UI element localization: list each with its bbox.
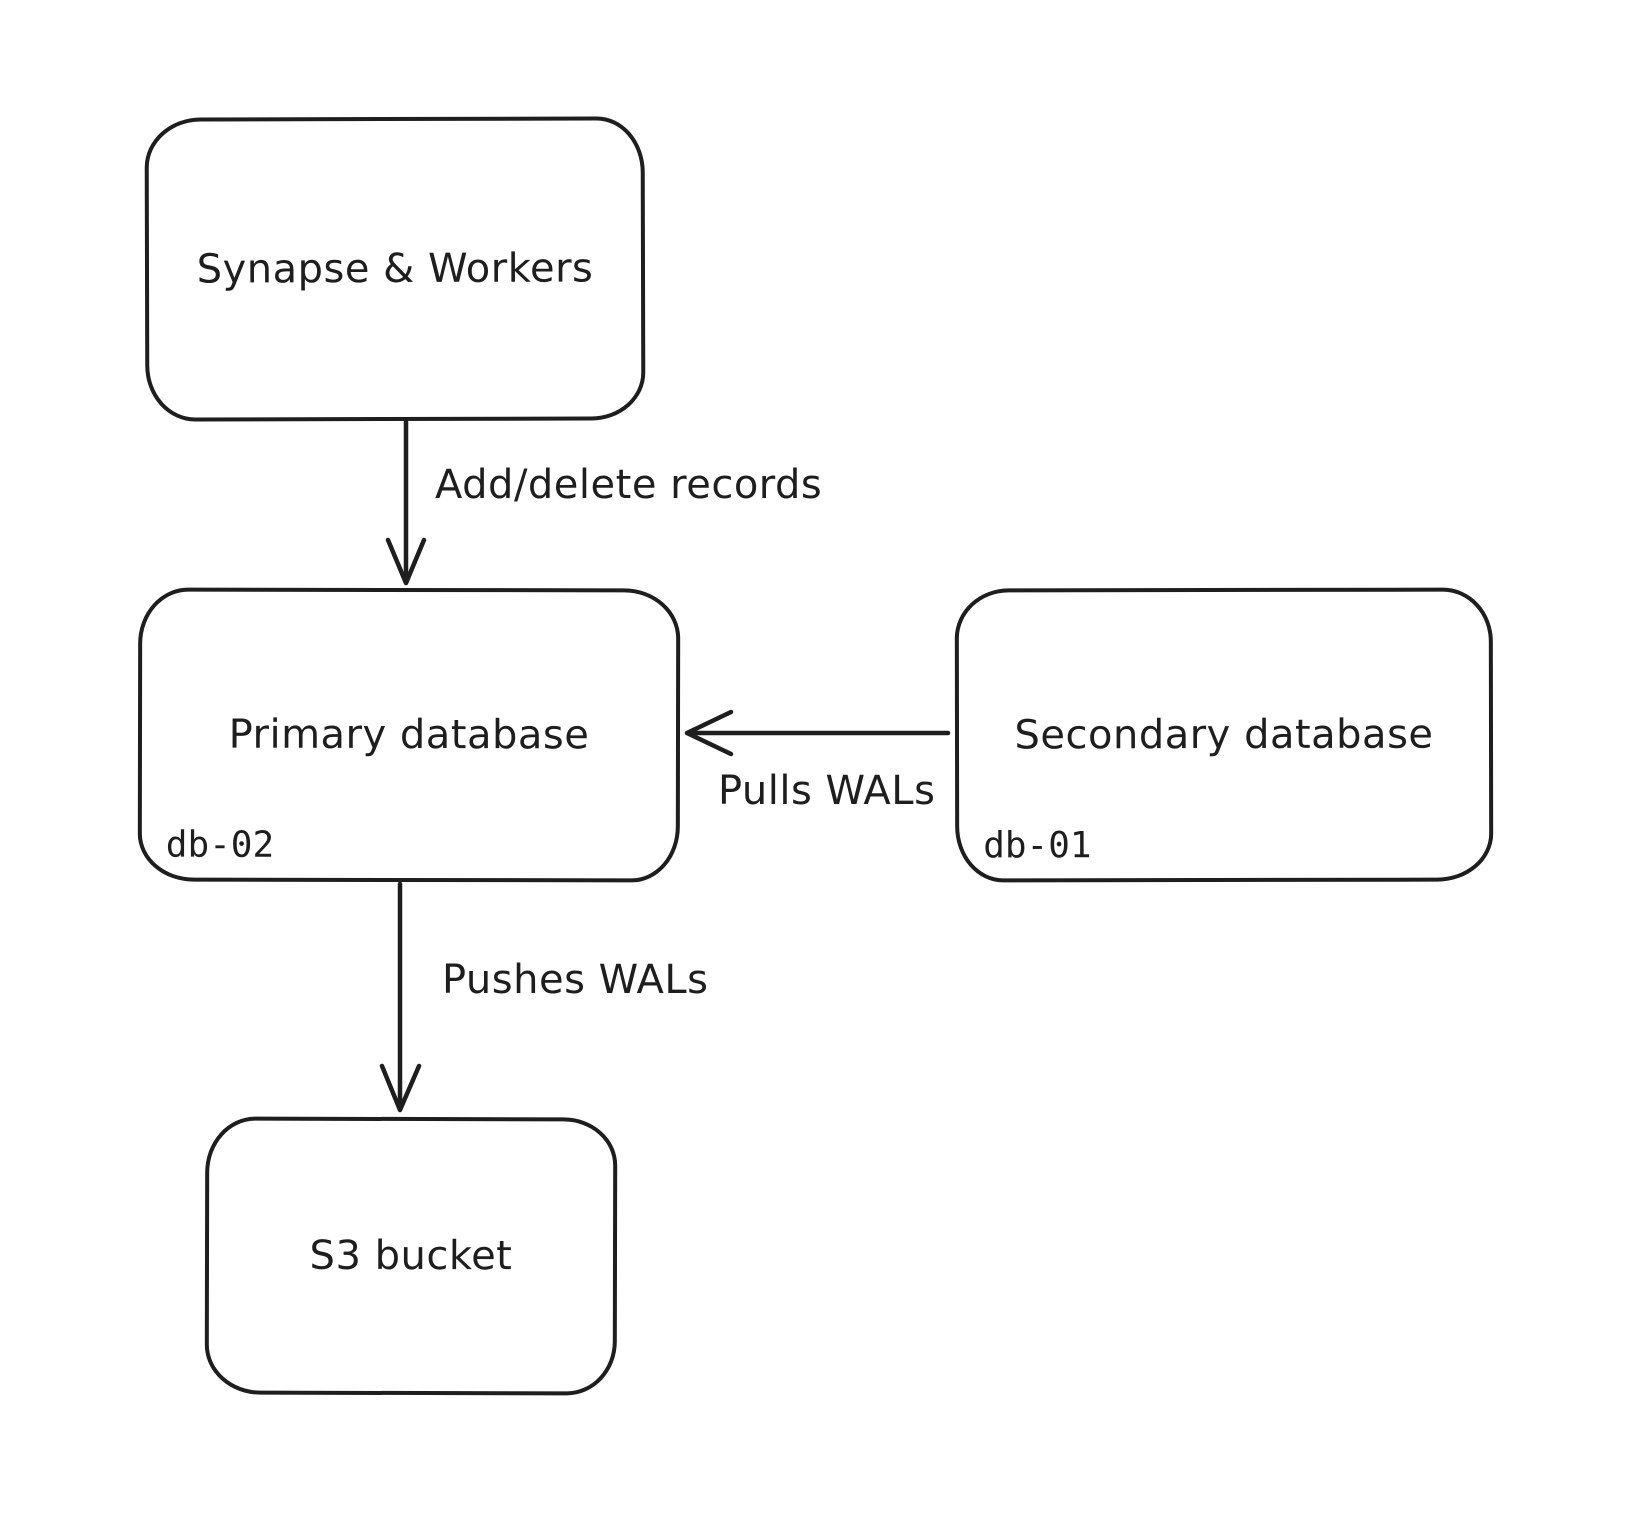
node-s3-bucket-label: S3 bucket	[309, 1232, 513, 1280]
node-primary-database-label: Primary database	[228, 711, 590, 759]
node-primary-database-id: db-02	[165, 824, 275, 866]
edge-pushes-wals	[379, 881, 422, 1113]
node-s3-bucket: S3 bucket	[204, 1116, 618, 1396]
node-secondary-database-label: Secondary database	[1014, 711, 1434, 759]
edge-label-add-delete-records: Add/delete records	[435, 462, 823, 508]
node-synapse-workers: Synapse & Workers	[144, 116, 646, 422]
node-secondary-database: Secondary database db-01	[954, 587, 1494, 883]
arrowhead-down-icon	[385, 537, 427, 586]
edge-pulls-wals	[684, 709, 951, 757]
node-secondary-database-id: db-01	[983, 825, 1092, 867]
arrowhead-left-icon	[684, 709, 734, 757]
edge-label-pushes-wals: Pushes WALs	[442, 957, 709, 1003]
edge-label-pulls-wals: Pulls WALs	[718, 768, 936, 814]
node-synapse-workers-label: Synapse & Workers	[196, 245, 594, 293]
node-primary-database: Primary database db-02	[137, 587, 681, 883]
edge-add-delete-records	[385, 419, 427, 586]
arrowhead-down-icon	[379, 1063, 422, 1113]
